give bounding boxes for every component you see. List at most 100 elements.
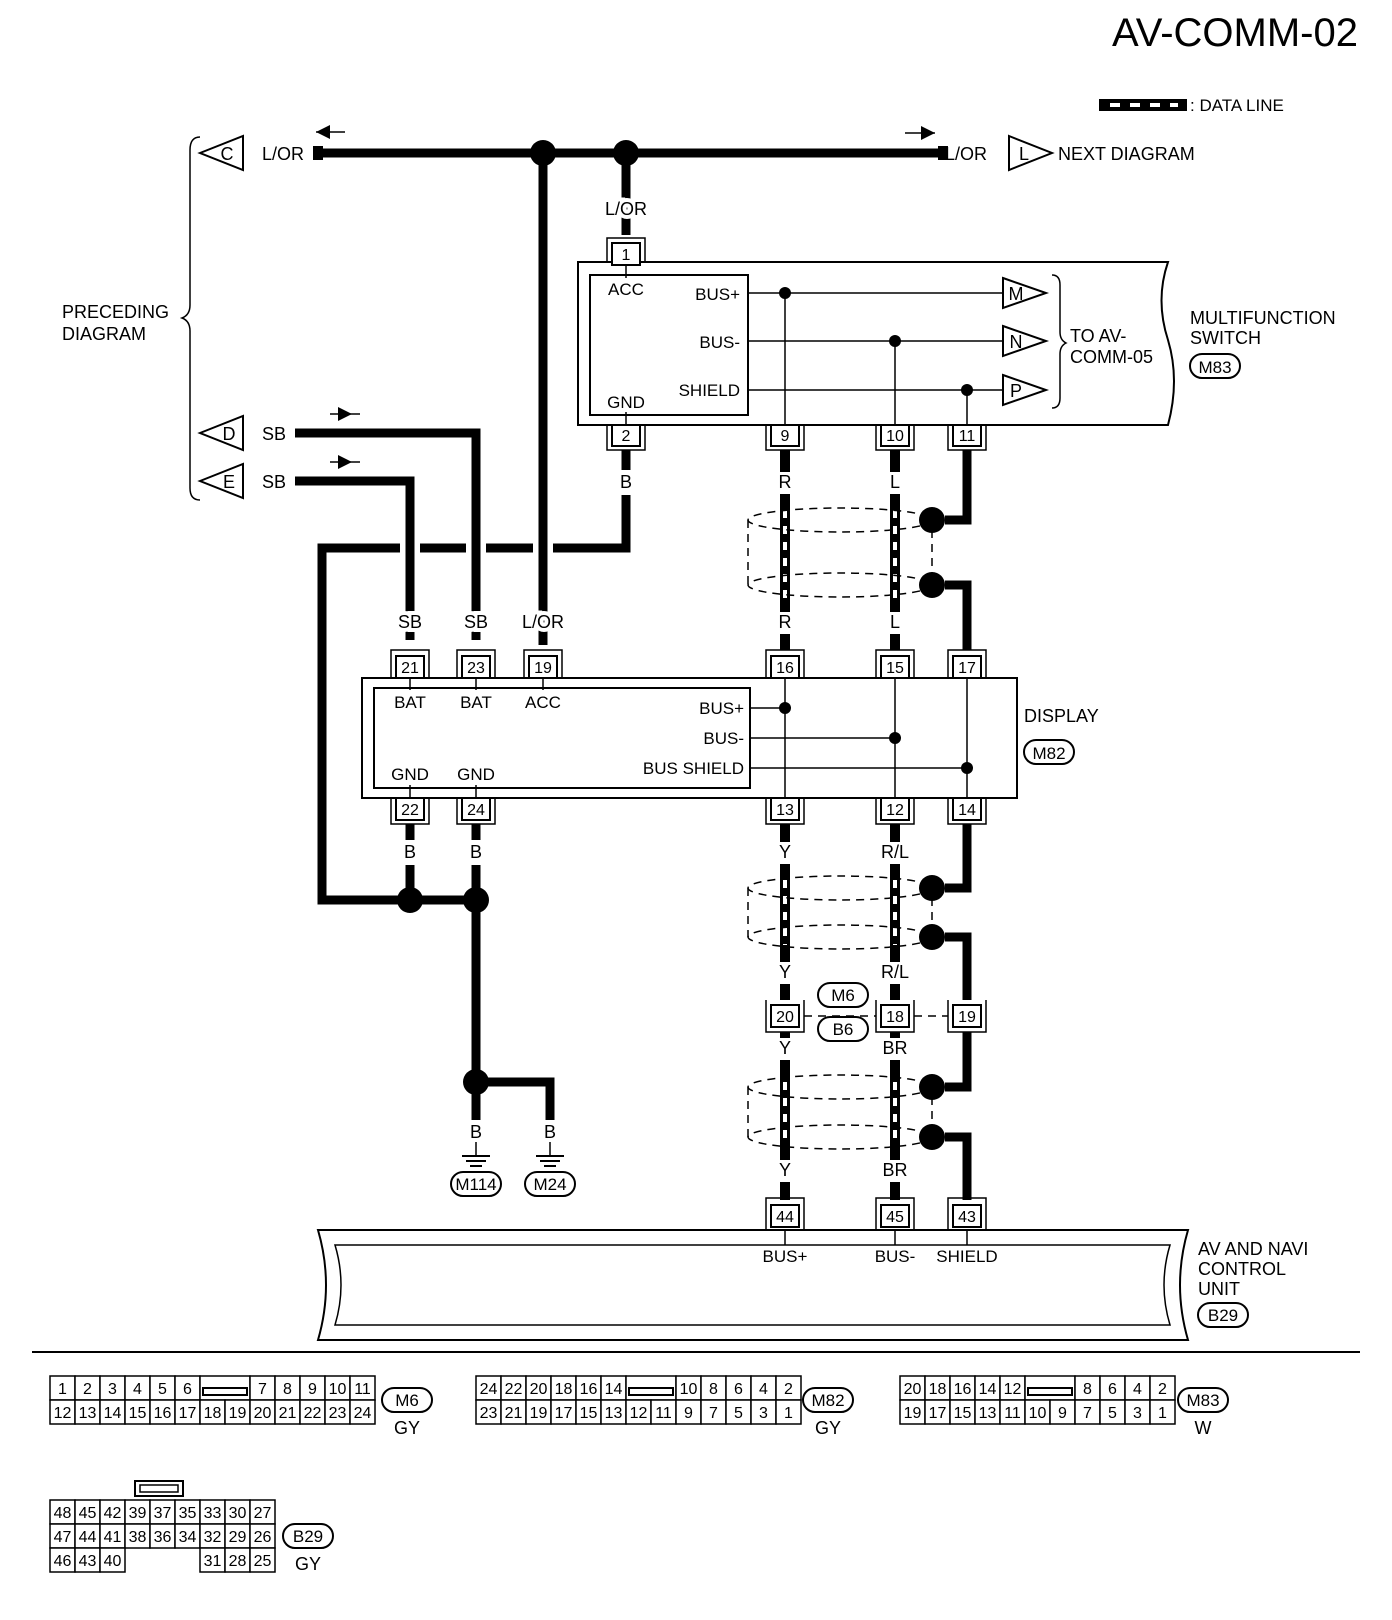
svg-text:25: 25 <box>254 1553 272 1570</box>
connector-cell: 5 <box>149 1375 176 1401</box>
wire-label-lor-right: L/OR <box>945 144 987 164</box>
svg-text:14: 14 <box>958 802 976 819</box>
wire-label-r-bottom: R <box>779 612 792 632</box>
connector-cell: 23 <box>324 1399 351 1425</box>
svg-text:39: 39 <box>129 1505 147 1522</box>
connector-cell: 9 <box>675 1399 702 1425</box>
svg-text:29: 29 <box>229 1529 247 1546</box>
wire-label-rl-2: R/L <box>881 962 909 982</box>
svg-text:22: 22 <box>505 1381 523 1398</box>
svg-text:1: 1 <box>58 1381 67 1398</box>
svg-text:22: 22 <box>401 802 419 819</box>
svg-text:B29: B29 <box>1208 1306 1238 1325</box>
connector-cell: 31 <box>199 1547 226 1573</box>
svg-text:11: 11 <box>959 428 976 445</box>
connector-cell: 42 <box>99 1499 126 1525</box>
svg-text:40: 40 <box>104 1553 122 1570</box>
connector-cell: 1 <box>49 1375 76 1401</box>
svg-text:10: 10 <box>680 1381 698 1398</box>
joint-code-m6 <box>817 982 869 1008</box>
svg-text:M82: M82 <box>1032 744 1065 763</box>
display-bus-shield-label: BUS SHIELD <box>643 759 744 778</box>
svg-text:20: 20 <box>254 1405 272 1422</box>
svg-text:17: 17 <box>179 1405 197 1422</box>
svg-text:46: 46 <box>54 1553 72 1570</box>
connector-c <box>197 134 244 172</box>
connector-cell: 45 <box>74 1499 101 1525</box>
connector-e <box>197 462 244 500</box>
arrow-right-icon <box>921 126 935 140</box>
svg-text:6: 6 <box>183 1381 192 1398</box>
connector-latch <box>1027 1387 1073 1396</box>
svg-text:47: 47 <box>54 1529 72 1546</box>
wire-label-y-1: Y <box>779 842 791 862</box>
svg-text:2: 2 <box>83 1381 92 1398</box>
svg-text:4: 4 <box>1133 1381 1142 1398</box>
connector-cell: 25 <box>249 1547 276 1573</box>
svg-text:3: 3 <box>108 1381 117 1398</box>
connector-cell: 20 <box>249 1399 276 1425</box>
svg-text:18: 18 <box>886 1009 904 1026</box>
svg-text:1: 1 <box>622 247 631 264</box>
connector-cell: 16 <box>575 1375 602 1401</box>
pin-joint-20: 20 <box>765 1000 805 1033</box>
svg-text:L: L <box>1019 144 1029 164</box>
svg-text:24: 24 <box>354 1405 372 1422</box>
svg-text:43: 43 <box>958 1209 976 1226</box>
connector-cell: 17 <box>174 1399 201 1425</box>
svg-text:18: 18 <box>555 1381 573 1398</box>
wire-label-y-3: Y <box>779 1038 791 1058</box>
svg-text:44: 44 <box>79 1529 97 1546</box>
connector-cell: 33 <box>199 1499 226 1525</box>
svg-text:24: 24 <box>467 802 485 819</box>
ground-symbol-icon <box>536 1155 564 1167</box>
connector-cell: 30 <box>224 1499 251 1525</box>
connector-cell: 24 <box>475 1375 502 1401</box>
connector-cell: 1 <box>1149 1399 1176 1425</box>
connector-cell: 6 <box>725 1375 752 1401</box>
connector-cell: 13 <box>974 1399 1001 1425</box>
wire-label-rl-1: R/L <box>881 842 909 862</box>
connector-cell: 43 <box>74 1547 101 1573</box>
av-bus-plus-label: BUS+ <box>763 1247 808 1266</box>
connector-cell: 24 <box>349 1399 376 1425</box>
preceding-label-1: PRECEDING <box>62 302 169 322</box>
display-acc-label: ACC <box>525 693 561 712</box>
av-shield-label: SHIELD <box>936 1247 997 1266</box>
connector-cell: 14 <box>974 1375 1001 1401</box>
connector-cell: 13 <box>74 1399 101 1425</box>
connector-cell: 29 <box>224 1523 251 1549</box>
svg-text:15: 15 <box>954 1405 972 1422</box>
connector-cell: 22 <box>299 1399 326 1425</box>
svg-text:3: 3 <box>1133 1405 1142 1422</box>
connector-face-color-m83: W <box>1195 1418 1212 1438</box>
connector-cell: 39 <box>124 1499 151 1525</box>
arrow-left-icon <box>316 125 330 139</box>
svg-text:C: C <box>221 144 234 164</box>
connector-cell: 11 <box>999 1399 1026 1425</box>
connector-cell: 46 <box>49 1547 76 1573</box>
connector-cell: 16 <box>949 1375 976 1401</box>
svg-text:5: 5 <box>734 1405 743 1422</box>
pin-mf-9: 9 <box>765 424 805 451</box>
connector-cell: 18 <box>199 1399 226 1425</box>
svg-text:20: 20 <box>530 1381 548 1398</box>
svg-text:19: 19 <box>534 660 552 677</box>
connector-face-color-m6: GY <box>394 1418 420 1438</box>
mf-shield-label: SHIELD <box>679 381 740 400</box>
svg-text:14: 14 <box>104 1405 122 1422</box>
svg-text:3: 3 <box>759 1405 768 1422</box>
svg-text:45: 45 <box>79 1505 97 1522</box>
display-bat-label-2: BAT <box>460 693 492 712</box>
svg-text:7: 7 <box>258 1381 267 1398</box>
svg-text:2: 2 <box>784 1381 793 1398</box>
svg-text:7: 7 <box>1083 1405 1092 1422</box>
svg-text:8: 8 <box>709 1381 718 1398</box>
svg-text:7: 7 <box>709 1405 718 1422</box>
svg-text:33: 33 <box>204 1505 222 1522</box>
svg-text:45: 45 <box>886 1209 904 1226</box>
av-code-badge <box>1197 1302 1249 1328</box>
next-diagram-label: NEXT DIAGRAM <box>1058 144 1195 164</box>
connector-cell: 32 <box>199 1523 226 1549</box>
wire-label-lor-19: L/OR <box>522 612 564 632</box>
